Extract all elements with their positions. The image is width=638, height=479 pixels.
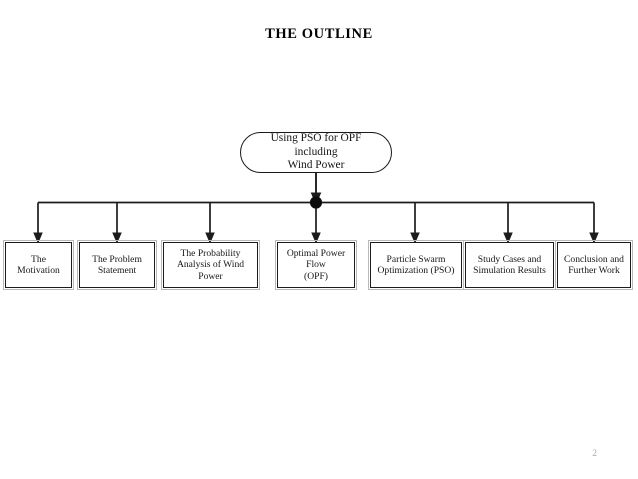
diagram-node-study-cases-and-simulation-results[interactable]: Study Cases and Simulation Results (462, 239, 557, 291)
diagram-node-the-motivation[interactable]: The Motivation (2, 239, 75, 291)
diagram-node-label: Conclusion and Further Work (564, 253, 624, 277)
diagram-root-node[interactable]: Using PSO for OPF including Wind Power (240, 132, 392, 173)
diagram-node-particle-swarm-optimization[interactable]: Particle Swarm Optimization (PSO) (367, 239, 465, 291)
diagram-root-label: Using PSO for OPF including Wind Power (270, 132, 362, 172)
diagram-node-the-problem-statement[interactable]: The Problem Statement (76, 239, 158, 291)
diagram-node-label: Optimal Power Flow (OPF) (286, 247, 346, 282)
diagram-node-label: Particle Swarm Optimization (PSO) (377, 253, 455, 277)
page-number: 2 (592, 449, 597, 459)
diagram-node-label: The Probability Analysis of Wind Power (176, 247, 245, 282)
diagram-node-probability-analysis-of-wind-power[interactable]: The Probability Analysis of Wind Power (160, 239, 261, 291)
diagram-node-label: Study Cases and Simulation Results (473, 253, 546, 277)
diagram-node-optimal-power-flow[interactable]: Optimal Power Flow (OPF) (274, 239, 358, 291)
page-title: THE OUTLINE (265, 26, 373, 42)
diagram-node-label: The Problem Statement (92, 253, 142, 277)
diagram-node-label: The Motivation (17, 253, 60, 277)
diagram-node-conclusion-and-further-work[interactable]: Conclusion and Further Work (554, 239, 634, 291)
